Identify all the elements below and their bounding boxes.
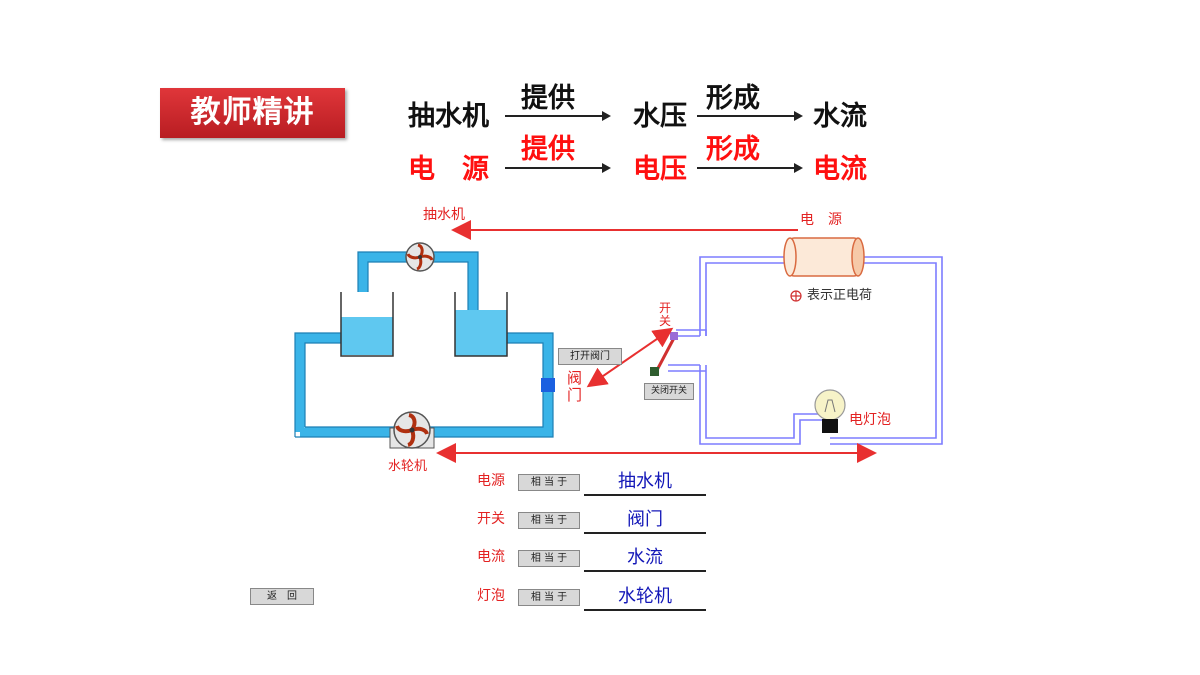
analogy-arrow-3 (505, 163, 611, 173)
equivalent-button[interactable]: 相 当 于 (518, 550, 580, 567)
analogy-provide-2: 提供 (521, 134, 575, 165)
pump-label: 抽水机 (423, 207, 465, 223)
analogy-water-flow: 水流 (813, 101, 867, 132)
bulb-label: 电灯泡 (849, 412, 891, 428)
open-valve-button[interactable]: 打开阀门 (558, 348, 622, 365)
match-answer: 抽水机 (584, 470, 706, 496)
analogy-form-1: 形成 (706, 83, 760, 114)
battery-icon (783, 237, 865, 277)
equivalent-button[interactable]: 相 当 于 (518, 512, 580, 529)
water-pipe-system (295, 252, 553, 437)
analogy-arrow-1 (505, 111, 611, 121)
turbine-label: 水轮机 (388, 459, 428, 474)
match-answer: 水流 (584, 546, 706, 572)
switch-icon (650, 332, 678, 376)
section-badge: 教师精讲 (160, 88, 345, 138)
pump-wheel-icon (405, 242, 435, 272)
turbine-wheel-icon (389, 411, 435, 449)
left-tank (340, 292, 394, 357)
analogy-water-pressure: 水压 (633, 101, 687, 132)
analogy-form-2: 形成 (706, 134, 760, 165)
analogy-voltage: 电压 (633, 154, 687, 185)
match-left-label: 电源 (477, 473, 505, 489)
analogy-current: 电流 (813, 154, 867, 185)
light-bulb-icon (814, 389, 846, 433)
match-left-label: 电流 (477, 549, 505, 565)
close-switch-button[interactable]: 关闭开关 (644, 383, 694, 400)
switch-label: 开 关 (659, 301, 672, 329)
analogy-arrows (436, 220, 877, 463)
valve-label: 阀 门 (567, 369, 583, 405)
right-tank (454, 292, 508, 357)
match-answer: 阀门 (584, 508, 706, 534)
match-answer: 水轮机 (584, 585, 706, 611)
equivalent-button[interactable]: 相 当 于 (518, 474, 580, 491)
valve-icon (541, 378, 555, 392)
analogy-source: 电 源 (408, 154, 489, 185)
match-left-label: 灯泡 (477, 588, 505, 604)
source-label: 电 源 (800, 212, 842, 228)
equivalent-button[interactable]: 相 当 于 (518, 589, 580, 606)
analogy-pump: 抽水机 (408, 101, 489, 132)
electric-circuit-wires (668, 256, 943, 445)
analogy-provide-1: 提供 (521, 83, 575, 114)
match-left-label: 开关 (477, 511, 505, 527)
analogy-arrow-4 (697, 163, 803, 173)
back-button[interactable]: 返 回 (250, 588, 314, 605)
charge-legend: 表示正电荷 (807, 288, 873, 303)
positive-charge-icon (790, 290, 802, 302)
analogy-arrow-2 (697, 111, 803, 121)
